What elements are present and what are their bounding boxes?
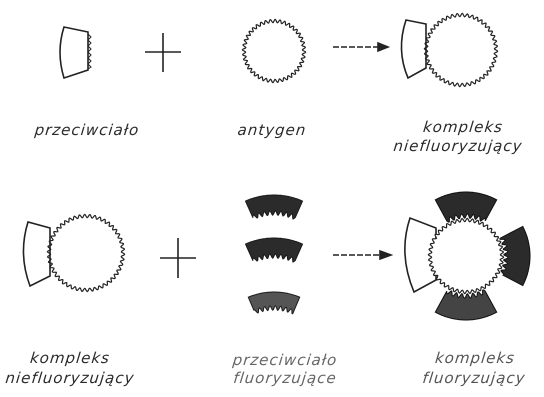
label-antibody: przeciwciało: [27, 122, 147, 139]
label-antigen: antygen: [221, 122, 323, 139]
nonfluorescent-complex-2: [23, 214, 124, 291]
label-fluor-antibody-line1: przeciwciało: [219, 352, 351, 369]
nonfluorescent-complex: [401, 13, 497, 86]
reaction-arrow-2: [333, 251, 391, 259]
label-fluor-complex-line1: kompleks: [409, 350, 541, 367]
label-complex-2-line1: kompleks: [9, 350, 131, 367]
antigen-circle: [242, 19, 305, 82]
plus-sign: [145, 33, 181, 72]
antibody-fragment: [60, 27, 91, 78]
fluorescent-antibodies: [246, 195, 303, 314]
label-fluor-antibody-line2: fluoryzujące: [219, 370, 351, 387]
fluorescent-complex: [405, 192, 530, 320]
label-complex-1-line1: kompleks: [387, 119, 539, 136]
label-fluor-complex-line2: fluoryzujący: [403, 370, 544, 387]
plus-sign-2: [160, 238, 196, 278]
reaction-arrow: [333, 43, 388, 51]
label-complex-1-line2: niefluoryzujący: [377, 138, 539, 155]
label-complex-2-line2: niefluoryzujący: [0, 370, 141, 387]
